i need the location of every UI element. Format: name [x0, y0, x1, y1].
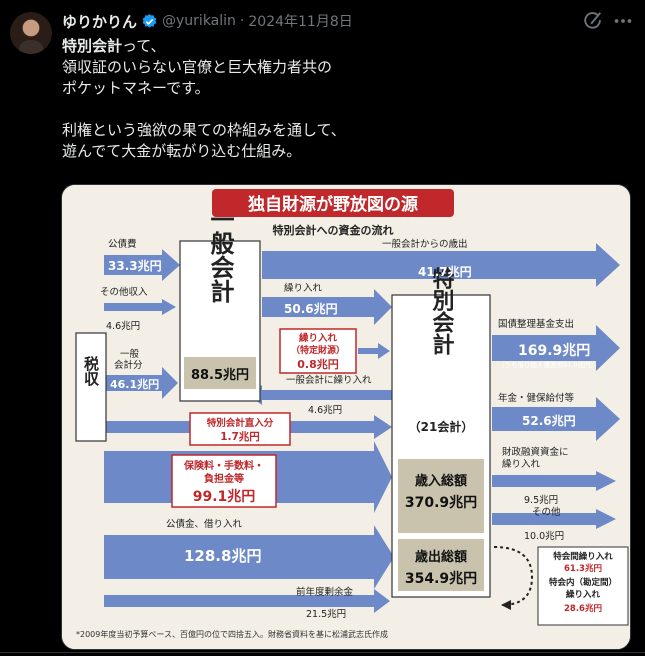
debt-fund-label: 国債整理基金支出 — [498, 318, 574, 330]
post-image[interactable]: 独自財源が野放図の源 特別会計への資金の流れ 税収 — [61, 184, 631, 650]
fiscal-value: 9.5兆円 — [524, 495, 558, 506]
intra-value: 28.6兆円 — [564, 603, 602, 614]
from-general-value: 41.7兆円 — [418, 264, 472, 279]
special-account-label: 特別会計 — [429, 266, 455, 355]
expense-label: 歳出総額 — [415, 549, 467, 565]
special-source-label-1: 繰り入れ — [298, 332, 338, 344]
post-date[interactable]: 2024年11月8日 — [248, 14, 353, 30]
other-label: その他 — [532, 506, 561, 518]
pension-value: 52.6兆円 — [522, 413, 576, 428]
special-source-box — [279, 328, 357, 374]
surplus-value: 21.5兆円 — [306, 609, 346, 620]
intra-label-1: 特会内（勘定間） — [549, 577, 617, 588]
direct-box — [189, 412, 291, 446]
arrow-general-share — [104, 367, 178, 399]
general-share-label-1: 一般 — [120, 348, 140, 360]
arrow-bond — [104, 249, 180, 281]
inter-label: 特会間繰り入れ — [553, 551, 613, 562]
special-source-value: 0.8兆円 — [297, 357, 339, 371]
other-income-label: その他収入 — [100, 286, 148, 298]
arrow-to-general — [248, 385, 392, 405]
direct-value: 1.7兆円 — [220, 430, 260, 443]
arrow-fiscal — [492, 471, 616, 491]
direct-label: 特別会計直入分 — [207, 417, 274, 429]
fees-label-1: 保険料・手数料・ — [183, 459, 264, 472]
other-value: 10.0兆円 — [524, 531, 564, 542]
revenue-value: 370.9兆円 — [405, 495, 477, 511]
footnote: *2009年度当初予算ベース、百億円の位で四捨五入。財務省資料を基に松浦武志氏作… — [76, 629, 388, 639]
post-text: 特別会計って、 領収証のいらない官僚と巨大権力者共の ポケットマネーです。 利権… — [62, 36, 622, 162]
author-handle[interactable]: @yurikalin — [162, 13, 236, 29]
post-header: ゆりかりん @yurikalin · 2024年11月8日 — [62, 10, 353, 32]
infographic-subtitle: 特別会計への資金の流れ — [273, 223, 394, 237]
arrow-surplus — [104, 589, 390, 613]
general-share-value: 46.1兆円 — [110, 377, 159, 391]
arrow-other-income — [104, 299, 176, 315]
text-line: ポケットマネーです。 — [62, 79, 210, 97]
inter-account-box — [537, 546, 629, 626]
arrow-transfer — [262, 289, 392, 325]
pension-label: 年金・健保給付等 — [498, 392, 575, 404]
from-general-label: 一般会計からの歳出 — [382, 238, 468, 250]
general-account-label: 一般会計 — [206, 207, 234, 303]
revenue-box — [398, 459, 484, 533]
loans-label: 公債金、借り入れ — [166, 518, 243, 530]
to-general-label: 一般会計に繰り入れ — [286, 374, 372, 386]
transfer-label: 繰り入れ — [284, 282, 323, 294]
arrow-other — [492, 509, 616, 529]
fiscal-label-2: 繰り入れ — [502, 458, 541, 470]
fees-value: 99.1兆円 — [193, 489, 256, 505]
loop-arrow — [493, 546, 534, 610]
infographic-title: 独自財源が野放図の源 — [248, 194, 418, 215]
special-source-label-2: （特定財源） — [291, 344, 345, 356]
text-line: 遊んでて大金が転がり込む仕組み。 — [62, 142, 302, 160]
fees-box — [171, 454, 277, 508]
arrow-pension — [492, 397, 620, 441]
header-separator: · — [239, 13, 245, 29]
fiscal-label-1: 財政融資資金に — [502, 446, 569, 458]
grok-icon[interactable] — [582, 10, 604, 32]
bond-label: 公債費 — [108, 238, 137, 250]
general-share-label-2: 会計分 — [114, 359, 143, 371]
inter-value: 61.3兆円 — [564, 563, 602, 574]
bond-value: 33.3兆円 — [108, 258, 162, 273]
arrow-loans — [104, 525, 394, 589]
transfer-value: 50.6兆円 — [284, 301, 338, 316]
tax-box — [75, 332, 107, 442]
author-name[interactable]: ゆりかりん — [62, 12, 138, 31]
expense-box — [398, 539, 484, 591]
arrow-special-source — [358, 343, 390, 359]
text-line: 特別会計って、 — [62, 37, 166, 55]
other-income-value: 4.6兆円 — [106, 321, 140, 332]
general-total-box — [184, 357, 256, 389]
expense-value: 354.9兆円 — [405, 571, 477, 587]
intra-label-2: 繰り入れ — [566, 589, 601, 600]
arrow-from-general — [262, 243, 620, 287]
special-count: （21会計） — [409, 419, 474, 434]
text-line-blank — [62, 99, 622, 120]
title-banner — [212, 189, 454, 217]
debt-fund-note: （うち借り換え債運用91.0兆円） — [498, 360, 597, 369]
debt-fund-value: 169.9兆円 — [518, 343, 590, 359]
avatar[interactable] — [10, 12, 52, 54]
to-general-value: 4.6兆円 — [308, 405, 342, 416]
tax-label: 税収 — [82, 355, 100, 387]
text-line: 利権という強欲の果ての枠組みを通して、 — [62, 121, 346, 139]
fees-label-2: 負担金等 — [204, 472, 244, 485]
verified-badge-icon — [142, 13, 157, 28]
arrow-debt-fund — [492, 325, 620, 371]
divider — [0, 652, 645, 653]
general-total: 88.5兆円 — [191, 367, 249, 383]
more-icon[interactable] — [612, 10, 634, 32]
loans-value: 128.8兆円 — [184, 547, 261, 565]
text-line: 領収証のいらない官僚と巨大権力者共の — [62, 58, 333, 76]
surplus-label: 前年度剰余金 — [296, 586, 354, 598]
revenue-label: 歳入総額 — [415, 473, 467, 489]
